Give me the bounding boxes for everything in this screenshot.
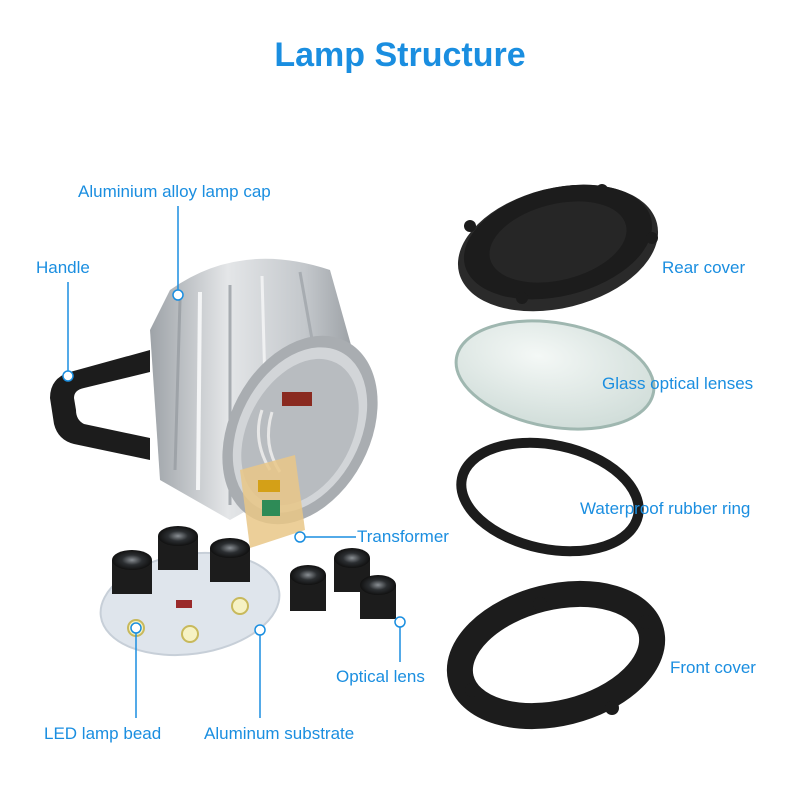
- optical-lens-part: [290, 548, 396, 619]
- label-led-bead: LED lamp bead: [44, 724, 162, 743]
- led-lens-cups: [112, 526, 250, 594]
- label-transformer: Transformer: [357, 527, 449, 546]
- label-glass-lenses: Glass optical lenses: [602, 374, 754, 393]
- front-cover-part: [446, 580, 666, 730]
- leader-lines: [62, 206, 406, 718]
- handle-part: [50, 350, 150, 460]
- rubber-ring-part: [456, 437, 644, 557]
- label-substrate: Aluminum substrate: [204, 724, 355, 743]
- label-rear-cover: Rear cover: [662, 258, 746, 277]
- label-optical-lens: Optical lens: [336, 667, 425, 686]
- label-lamp-cap: Aluminium alloy lamp cap: [78, 182, 271, 201]
- label-front-cover: Front cover: [670, 658, 756, 677]
- page-title: Lamp Structure: [274, 36, 526, 74]
- glass-lens-part: [454, 319, 656, 431]
- transformer-part: [240, 455, 305, 548]
- label-handle: Handle: [36, 258, 90, 277]
- label-rubber-ring: Waterproof rubber ring: [580, 499, 751, 518]
- rear-cover-part: [457, 184, 659, 312]
